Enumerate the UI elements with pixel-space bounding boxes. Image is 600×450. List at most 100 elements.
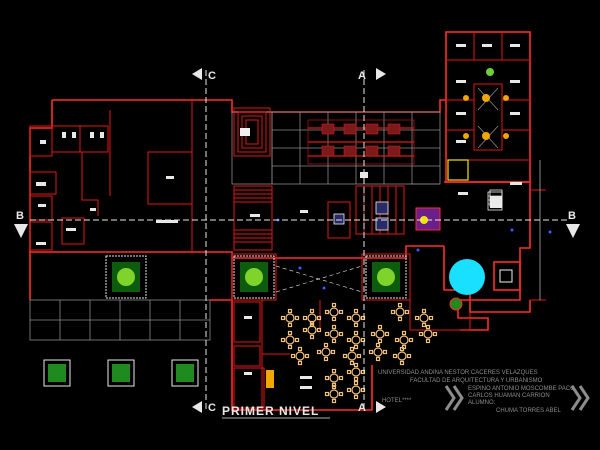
dining-chair bbox=[302, 327, 308, 333]
dining-table bbox=[375, 329, 385, 339]
dining-chair bbox=[353, 362, 359, 368]
dining-table bbox=[395, 307, 405, 317]
dining-chair bbox=[353, 394, 359, 400]
dining-table bbox=[285, 313, 295, 323]
dining-chair bbox=[309, 334, 315, 340]
column-markers bbox=[276, 218, 552, 290]
dining-chair bbox=[323, 356, 329, 362]
dining-table bbox=[351, 313, 361, 323]
central-upper-grid bbox=[231, 111, 441, 185]
dining-table bbox=[321, 347, 331, 357]
dining-table bbox=[329, 389, 339, 399]
dining-table bbox=[295, 351, 305, 361]
dining-chair bbox=[414, 315, 420, 321]
dining-chair bbox=[316, 315, 322, 321]
section-marker-b-left bbox=[14, 224, 28, 238]
dining-chair bbox=[342, 353, 348, 359]
stair-lower-left bbox=[233, 185, 273, 251]
dining-chair bbox=[316, 327, 322, 333]
section-label-a-top: A bbox=[358, 70, 366, 82]
dining-chair bbox=[390, 309, 396, 315]
dining-chair bbox=[375, 342, 381, 348]
dining-table bbox=[285, 335, 295, 345]
dining-chair bbox=[331, 398, 337, 404]
section-axes bbox=[30, 70, 570, 410]
dining-chair bbox=[287, 344, 293, 350]
dining-table bbox=[419, 313, 429, 323]
dining-chair bbox=[330, 349, 336, 355]
dining-chair bbox=[287, 322, 293, 328]
right-lower-zone bbox=[415, 160, 546, 311]
dining-chair bbox=[421, 322, 427, 328]
dining-chair bbox=[346, 369, 352, 375]
university-name: UNIVERSIDAD ANDINA NESTOR CACERES VELAZQ… bbox=[378, 370, 538, 376]
dining-chair bbox=[397, 316, 403, 322]
student-name: CHUMA TORRES ABEL bbox=[496, 408, 561, 414]
chevron-right-icon bbox=[444, 385, 456, 411]
section-label-b-left: B bbox=[16, 210, 24, 222]
dining-chair bbox=[297, 360, 303, 366]
section-marker-a-top bbox=[376, 68, 386, 80]
dining-chair bbox=[408, 337, 414, 343]
dining-chair bbox=[432, 331, 438, 337]
dining-table bbox=[373, 347, 383, 357]
dining-chair bbox=[346, 315, 352, 321]
dining-chair bbox=[331, 368, 337, 374]
dining-chair bbox=[349, 346, 355, 352]
dining-table bbox=[397, 351, 407, 361]
chevron-right-icon bbox=[578, 385, 590, 411]
section-marker-c-top bbox=[192, 68, 202, 80]
dining-chair bbox=[324, 391, 330, 397]
dining-chair bbox=[323, 342, 329, 348]
section-label-b-right: B bbox=[568, 210, 576, 222]
dining-chair bbox=[399, 346, 405, 352]
right-tower bbox=[446, 32, 530, 181]
dining-table bbox=[351, 367, 361, 377]
dining-chair bbox=[377, 324, 383, 330]
dining-chair bbox=[425, 338, 431, 344]
dining-chair bbox=[290, 353, 296, 359]
dining-chair bbox=[401, 330, 407, 336]
section-marker-a-bottom bbox=[376, 401, 386, 413]
chevron-right-icon bbox=[570, 385, 582, 411]
section-label-a-bottom: A bbox=[358, 402, 366, 414]
chevron-right-icon bbox=[452, 385, 464, 411]
dining-table bbox=[307, 313, 317, 323]
dining-chair bbox=[346, 387, 352, 393]
dining-chair bbox=[338, 331, 344, 337]
dining-chair bbox=[294, 337, 300, 343]
dining-chair bbox=[418, 331, 424, 337]
dining-table bbox=[347, 351, 357, 361]
authors-line-2: CARLOS HUAMAN CARRION bbox=[468, 393, 550, 399]
dining-chair bbox=[399, 360, 405, 366]
building-outline bbox=[29, 31, 531, 411]
courtyard-planters bbox=[105, 253, 411, 301]
stair-spiral-upper bbox=[233, 107, 271, 157]
dining-chair bbox=[349, 360, 355, 366]
dining-chair bbox=[309, 308, 315, 314]
dining-chair bbox=[324, 331, 330, 337]
dining-chair bbox=[353, 330, 359, 336]
role-label: ALUMNO: bbox=[468, 400, 496, 406]
dining-chair bbox=[356, 353, 362, 359]
dining-chair bbox=[338, 375, 344, 381]
dining-chair bbox=[331, 302, 337, 308]
dining-chair bbox=[280, 337, 286, 343]
dining-chair bbox=[324, 309, 330, 315]
dining-chair bbox=[394, 337, 400, 343]
project-name: HOTEL**** bbox=[382, 398, 412, 404]
level-title: PRIMER NIVEL bbox=[222, 404, 319, 418]
dining-chair bbox=[368, 349, 374, 355]
tower-stair bbox=[487, 191, 503, 211]
dining-chair bbox=[406, 353, 412, 359]
fixtures bbox=[36, 44, 522, 389]
dining-table bbox=[399, 335, 409, 345]
dining-chair bbox=[338, 309, 344, 315]
dining-chair bbox=[353, 322, 359, 328]
dining-chair bbox=[324, 375, 330, 381]
title-block: UNIVERSIDAD ANDINA NESTOR CACERES VELAZQ… bbox=[378, 370, 590, 414]
dining-chair bbox=[304, 353, 310, 359]
dining-chair bbox=[309, 320, 315, 326]
dining-tables bbox=[280, 302, 438, 404]
